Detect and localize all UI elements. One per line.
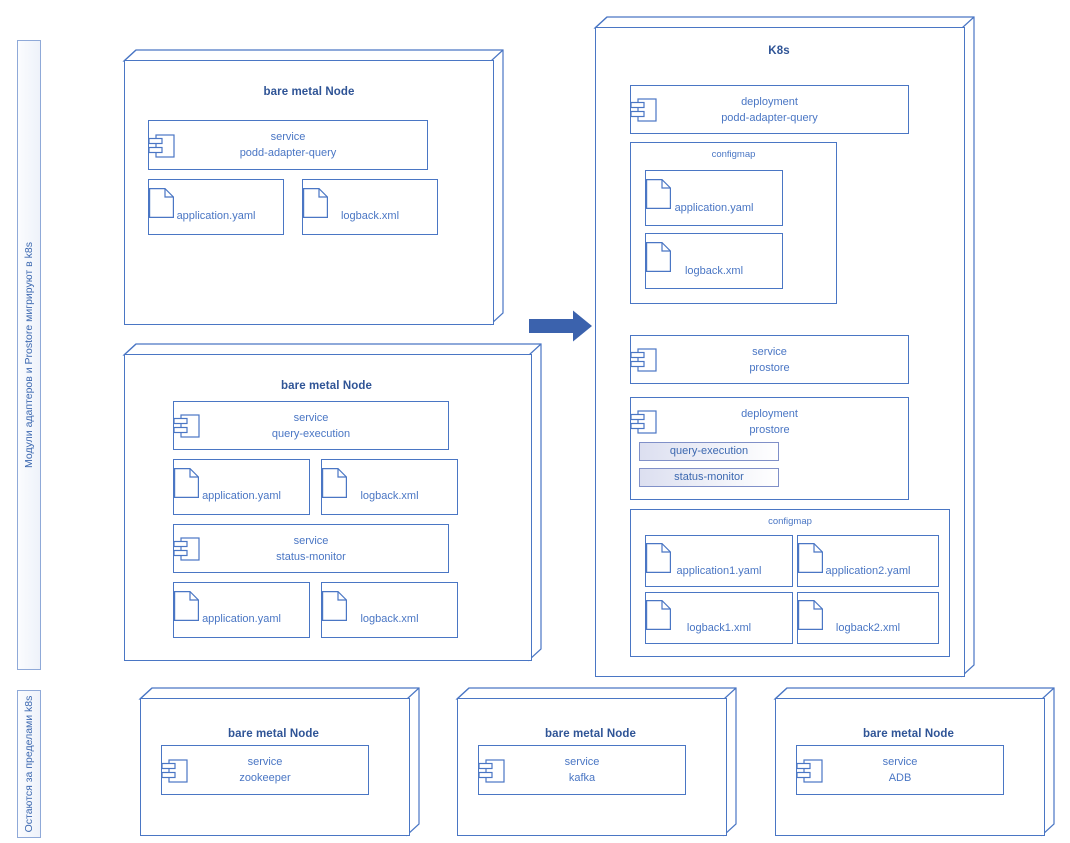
component-service-prostore[interactable]: service prostore <box>630 335 909 384</box>
file-icon <box>322 468 347 498</box>
k8s-title: K8s <box>768 45 790 57</box>
component-service-podd-adapter-query[interactable]: service podd-adapter-query <box>148 120 428 170</box>
component-service-query-execution[interactable]: service query-execution <box>173 401 449 450</box>
file-label: logback.xml <box>360 490 419 502</box>
file-label: application.yaml <box>202 490 281 502</box>
file-logback2-xml[interactable]: logback2.xml <box>797 592 939 644</box>
node-bare-metal-adb[interactable]: bare metal Node service ADB <box>773 687 1055 837</box>
file-label: logback2.xml <box>835 622 901 634</box>
component-kind: deployment <box>741 96 798 108</box>
file-icon <box>149 188 174 218</box>
component-name: podd-adapter-query <box>721 112 818 124</box>
node-k8s[interactable]: K8s deployment podd-adapter-query config… <box>593 16 975 678</box>
file-application1-yaml[interactable]: application1.yaml <box>645 535 793 587</box>
file-application-yaml[interactable]: application.yaml <box>173 582 310 638</box>
node-bare-metal-podd-adapter-query[interactable]: bare metal Node service podd-adapter-que… <box>122 49 504 326</box>
right-arrow-icon <box>529 310 592 342</box>
file-logback1-xml[interactable]: logback1.xml <box>645 592 793 644</box>
component-kind: service <box>293 535 329 547</box>
file-label: logback.xml <box>684 265 744 277</box>
component-deployment-prostore[interactable]: deployment prostore query-execution stat… <box>630 397 909 500</box>
band-outside-label: Остаются за пределами k8s <box>23 695 35 833</box>
component-name: ADB <box>888 772 912 784</box>
component-name: query-execution <box>271 428 351 440</box>
component-kind: service <box>293 412 329 424</box>
band-migrating-label: Модули адаптеров и Prostore мигрируют в … <box>23 242 35 468</box>
component-service-status-monitor[interactable]: service status-monitor <box>173 524 449 573</box>
component-service-kafka[interactable]: service kafka <box>478 745 686 795</box>
component-icon <box>161 759 188 783</box>
file-icon <box>646 242 671 272</box>
node-bare-metal-query-execution[interactable]: bare metal Node service query-execution … <box>122 343 542 662</box>
node-title: bare metal Node <box>263 86 355 98</box>
component-icon <box>630 98 657 122</box>
file-icon <box>646 179 671 209</box>
file-logback-xml[interactable]: logback.xml <box>302 179 438 235</box>
file-logback-xml[interactable]: logback.xml <box>645 233 783 289</box>
file-label: logback1.xml <box>686 622 752 634</box>
group-configmap-1[interactable]: configmap application.yaml logback.xml <box>630 142 837 304</box>
component-icon <box>796 759 823 783</box>
node-title: bare metal Node <box>228 728 319 740</box>
component-name: prostore <box>749 424 790 436</box>
file-logback-xml[interactable]: logback.xml <box>321 459 458 515</box>
file-icon <box>646 543 671 573</box>
component-name: kafka <box>568 772 596 784</box>
component-icon <box>148 134 175 158</box>
band-migrating: Модули адаптеров и Prostore мигрируют в … <box>17 40 41 670</box>
component-name: podd-adapter-query <box>239 147 337 159</box>
component-name: zookeeper <box>239 772 291 784</box>
group-configmap-2[interactable]: configmap application1.yaml application2… <box>630 509 950 657</box>
file-application-yaml[interactable]: application.yaml <box>148 179 284 235</box>
file-label: application2.yaml <box>825 565 911 577</box>
component-kind: service <box>752 346 787 358</box>
component-kind: deployment <box>741 408 798 420</box>
node-title: bare metal Node <box>281 380 372 392</box>
component-icon <box>478 759 505 783</box>
file-label: logback.xml <box>340 210 400 222</box>
file-label: application.yaml <box>674 202 754 214</box>
file-label: application1.yaml <box>676 565 762 577</box>
component-deployment-podd-adapter-query[interactable]: deployment podd-adapter-query <box>630 85 909 134</box>
node-title: bare metal Node <box>863 728 954 740</box>
component-kind: service <box>270 131 306 143</box>
configmap-title: configmap <box>711 149 756 160</box>
file-icon <box>798 600 823 630</box>
component-service-adb[interactable]: service ADB <box>796 745 1004 795</box>
file-icon <box>174 591 199 621</box>
file-icon <box>303 188 328 218</box>
file-icon <box>798 543 823 573</box>
component-service-zookeeper[interactable]: service zookeeper <box>161 745 369 795</box>
file-icon <box>646 600 671 630</box>
pod-status-monitor[interactable]: status-monitor <box>639 468 779 487</box>
component-icon <box>630 348 657 372</box>
file-application-yaml[interactable]: application.yaml <box>173 459 310 515</box>
file-application2-yaml[interactable]: application2.yaml <box>797 535 939 587</box>
component-name: status-monitor <box>276 551 346 563</box>
file-label: logback.xml <box>360 613 419 625</box>
pod-query-execution[interactable]: query-execution <box>639 442 779 461</box>
component-icon <box>630 410 657 434</box>
file-label: application.yaml <box>176 210 256 222</box>
component-icon <box>173 537 200 561</box>
configmap-title: configmap <box>768 516 812 527</box>
component-kind: service <box>882 756 918 768</box>
file-logback-xml[interactable]: logback.xml <box>321 582 458 638</box>
component-kind: service <box>247 756 283 768</box>
band-outside: Остаются за пределами k8s <box>17 690 41 838</box>
node-bare-metal-zookeeper[interactable]: bare metal Node service zookeeper <box>138 687 420 837</box>
file-icon <box>174 468 199 498</box>
component-kind: service <box>564 756 600 768</box>
file-label: application.yaml <box>202 613 281 625</box>
node-bare-metal-kafka[interactable]: bare metal Node service kafka <box>455 687 737 837</box>
component-name: prostore <box>749 362 790 374</box>
file-application-yaml[interactable]: application.yaml <box>645 170 783 226</box>
node-title: bare metal Node <box>545 728 636 740</box>
component-icon <box>173 414 200 438</box>
file-icon <box>322 591 347 621</box>
